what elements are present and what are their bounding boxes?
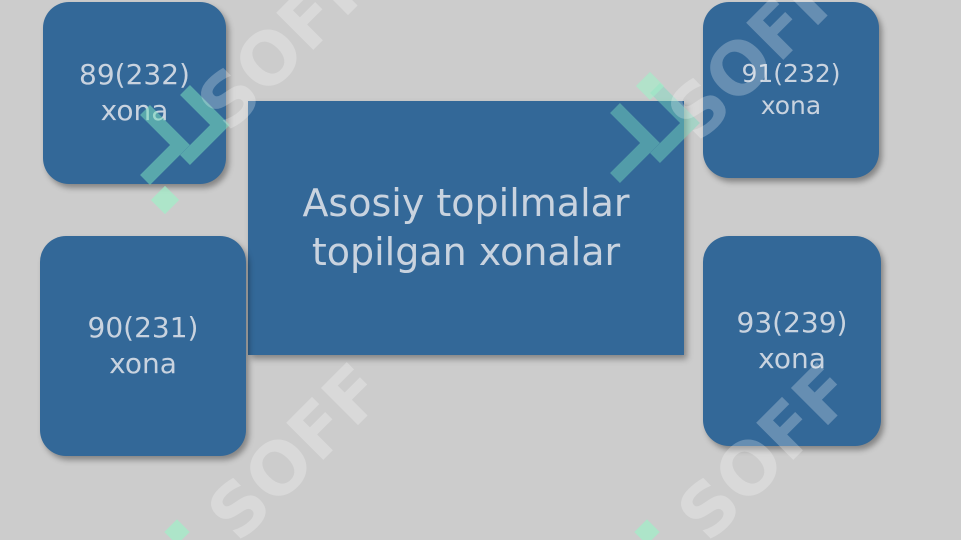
room-label: xona (109, 347, 177, 380)
room-box-93: 93(239) xona (703, 236, 881, 446)
room-number: 89(232) (79, 57, 190, 91)
room-label: xona (758, 342, 826, 375)
main-topic-line-1: Asosiy topilmalar (302, 180, 630, 225)
room-number: 90(231) (87, 310, 199, 344)
soff-logo-icon (634, 519, 660, 540)
room-box-91: 91(232) xona (703, 2, 879, 178)
soff-logo-icon (140, 85, 230, 215)
soff-logo-icon (164, 519, 190, 540)
room-box-90: 90(231) xona (40, 236, 246, 456)
main-topic-line-2: topilgan xonalar (311, 230, 621, 274)
soff-logo-icon (610, 71, 700, 183)
main-topic-box: Asosiy topilmalar topilgan xonalar (248, 101, 684, 355)
room-number: 91(232) (741, 58, 841, 88)
room-number: 93(239) (736, 305, 848, 339)
room-label: xona (760, 91, 822, 120)
